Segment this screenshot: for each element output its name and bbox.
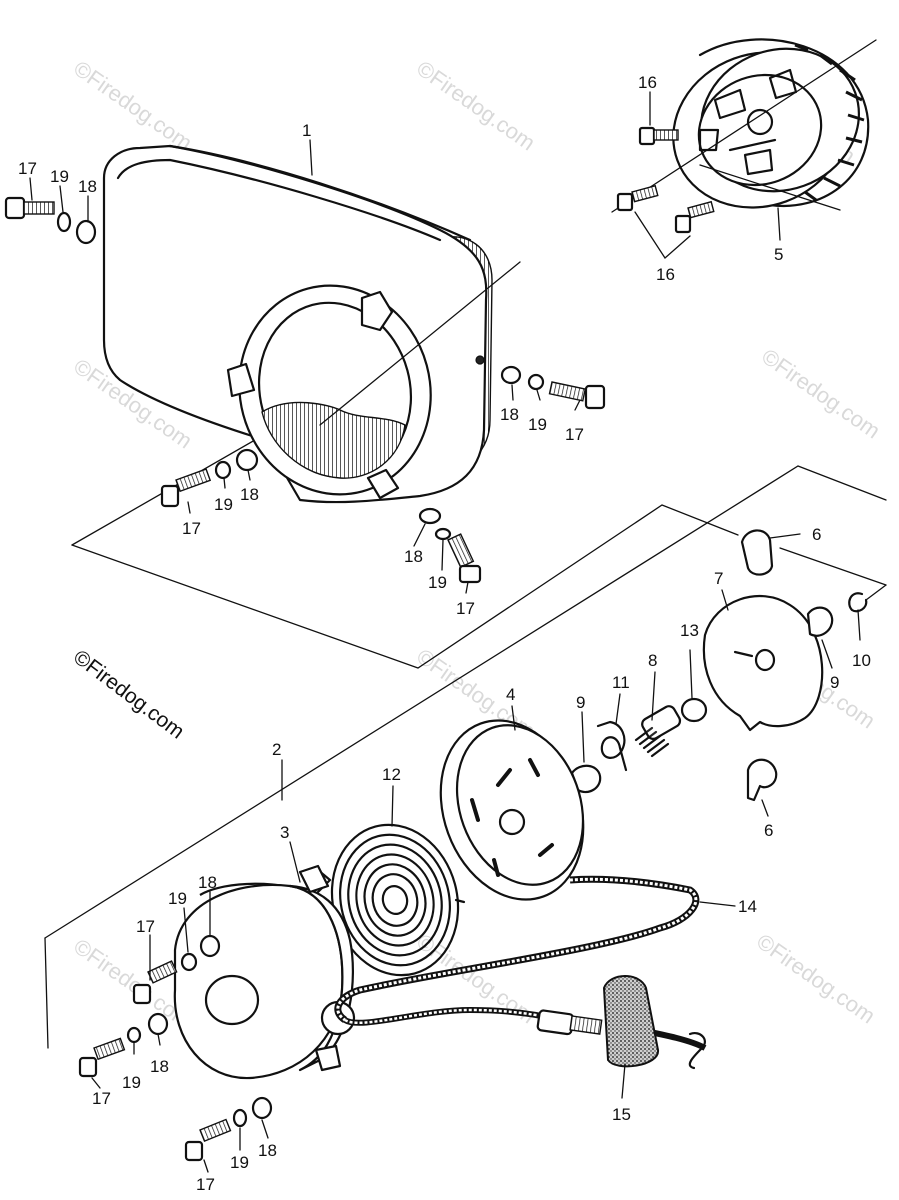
washer-18-a — [75, 219, 97, 245]
callout-5: 5 — [774, 245, 783, 264]
e-clip-part-10 — [848, 592, 868, 613]
callout-11: 11 — [612, 673, 630, 692]
callout-18-starter-top: 18 — [198, 873, 217, 892]
callout-19-starter-middle: 19 — [122, 1073, 141, 1092]
copyright-label: ©Firedog.com — [69, 646, 188, 744]
leader-lines — [29, 91, 861, 1173]
callout-17-cover-bottom-right: 17 — [456, 599, 475, 618]
washer-18-g — [251, 1096, 273, 1120]
spring-retainer-part-13 — [680, 697, 708, 723]
callout-2: 2 — [272, 740, 281, 759]
callout-7: 7 — [714, 569, 723, 588]
callout-19-starter-bottom: 19 — [230, 1153, 249, 1172]
spiral-spring-part-12 — [330, 823, 466, 977]
lock-washer-19-f — [126, 1026, 142, 1044]
starter-reel-part-4 — [439, 719, 585, 901]
callout-17-starter-bottom: 17 — [196, 1175, 215, 1194]
callout-19-cover-bottom-left: 19 — [214, 495, 233, 514]
lock-washer-19-b — [527, 373, 545, 391]
callout-14: 14 — [738, 897, 757, 916]
bolt-17-starter-bottom — [184, 1118, 232, 1162]
bolt-17-cover-bottom-left — [160, 468, 212, 508]
bolt-17-cover-left — [4, 196, 55, 220]
watermark: ©Firedog.com — [752, 929, 880, 1029]
callout-17-starter-middle: 17 — [92, 1089, 111, 1108]
washer-18-b — [500, 365, 522, 385]
washer-18-f — [147, 1012, 169, 1036]
lock-washer-19-d — [434, 527, 452, 541]
bolt-16-a — [638, 126, 679, 146]
ratchet-pawl-part-6-lower — [746, 758, 778, 802]
lock-washer-19-g — [232, 1108, 248, 1128]
bolt-16-b — [616, 184, 659, 212]
callout-9-right: 9 — [830, 673, 839, 692]
callout-9-left: 9 — [576, 693, 585, 712]
callout-17-cover-bottom-left: 17 — [182, 519, 201, 538]
lock-washer-19-e — [180, 952, 198, 972]
washer-18-c — [235, 448, 259, 472]
compression-spring-part-8 — [634, 705, 682, 758]
callout-18-cover-right: 18 — [500, 405, 519, 424]
callout-6-upper: 6 — [812, 525, 821, 544]
callout-19-starter-top: 19 — [168, 889, 187, 908]
callout-12: 12 — [382, 765, 401, 784]
bolt-17-cover-right — [548, 381, 606, 410]
callout-17-starter-top: 17 — [136, 917, 155, 936]
bolt-17-cover-bottom-right — [447, 533, 482, 584]
callout-18-starter-middle: 18 — [150, 1057, 169, 1076]
starter-rope-part-14 — [334, 875, 707, 1070]
callout-17-cover-left: 17 — [18, 159, 37, 178]
washer-18-e — [199, 934, 221, 958]
torsion-spring-part-11 — [596, 720, 628, 772]
callout-6-lower: 6 — [764, 821, 773, 840]
callout-17-cover-right: 17 — [565, 425, 584, 444]
callout-15: 15 — [612, 1105, 631, 1124]
ratchet-pawl-part-6-upper — [740, 529, 774, 576]
callout-labels: 1 2 3 4 5 6 6 7 8 9 9 10 11 12 13 14 15 … — [18, 73, 871, 1194]
callout-18-starter-bottom: 18 — [258, 1141, 277, 1160]
callout-19-cover-right: 19 — [528, 415, 547, 434]
callout-16-lower: 16 — [656, 265, 675, 284]
washer-18-d — [418, 507, 442, 525]
callout-1: 1 — [302, 121, 311, 140]
callout-8: 8 — [648, 651, 657, 670]
callout-19-cover-bottom-right: 19 — [428, 573, 447, 592]
callout-18-cover-bottom-right: 18 — [404, 547, 423, 566]
callout-18-cover-left: 18 — [78, 177, 97, 196]
washer-part-9-left — [570, 764, 602, 794]
bolt-17-starter-middle — [78, 1037, 126, 1078]
watermark: ©Firedog.com — [412, 56, 540, 156]
callout-3: 3 — [280, 823, 289, 842]
callout-19-cover-left: 19 — [50, 167, 69, 186]
lock-washer-19-c — [214, 460, 232, 480]
callout-4: 4 — [506, 685, 515, 704]
friction-plate-part-7 — [702, 595, 824, 732]
starter-case-part-3 — [173, 864, 356, 1080]
callout-18-cover-bottom-left: 18 — [240, 485, 259, 504]
callout-16-upper: 16 — [638, 73, 657, 92]
fan-cover-part-1 — [102, 144, 521, 504]
watermark: ©Firedog.com — [69, 56, 197, 156]
lock-washer-19-a — [56, 211, 72, 233]
washer-part-9-right — [806, 606, 834, 637]
callout-10: 10 — [852, 651, 871, 670]
bolt-16-c — [674, 200, 715, 234]
starter-handle-part-15 — [536, 975, 659, 1068]
callout-13: 13 — [680, 621, 699, 640]
watermark: ©Firedog.com — [757, 344, 885, 444]
starter-pulley-part-5 — [611, 38, 877, 213]
